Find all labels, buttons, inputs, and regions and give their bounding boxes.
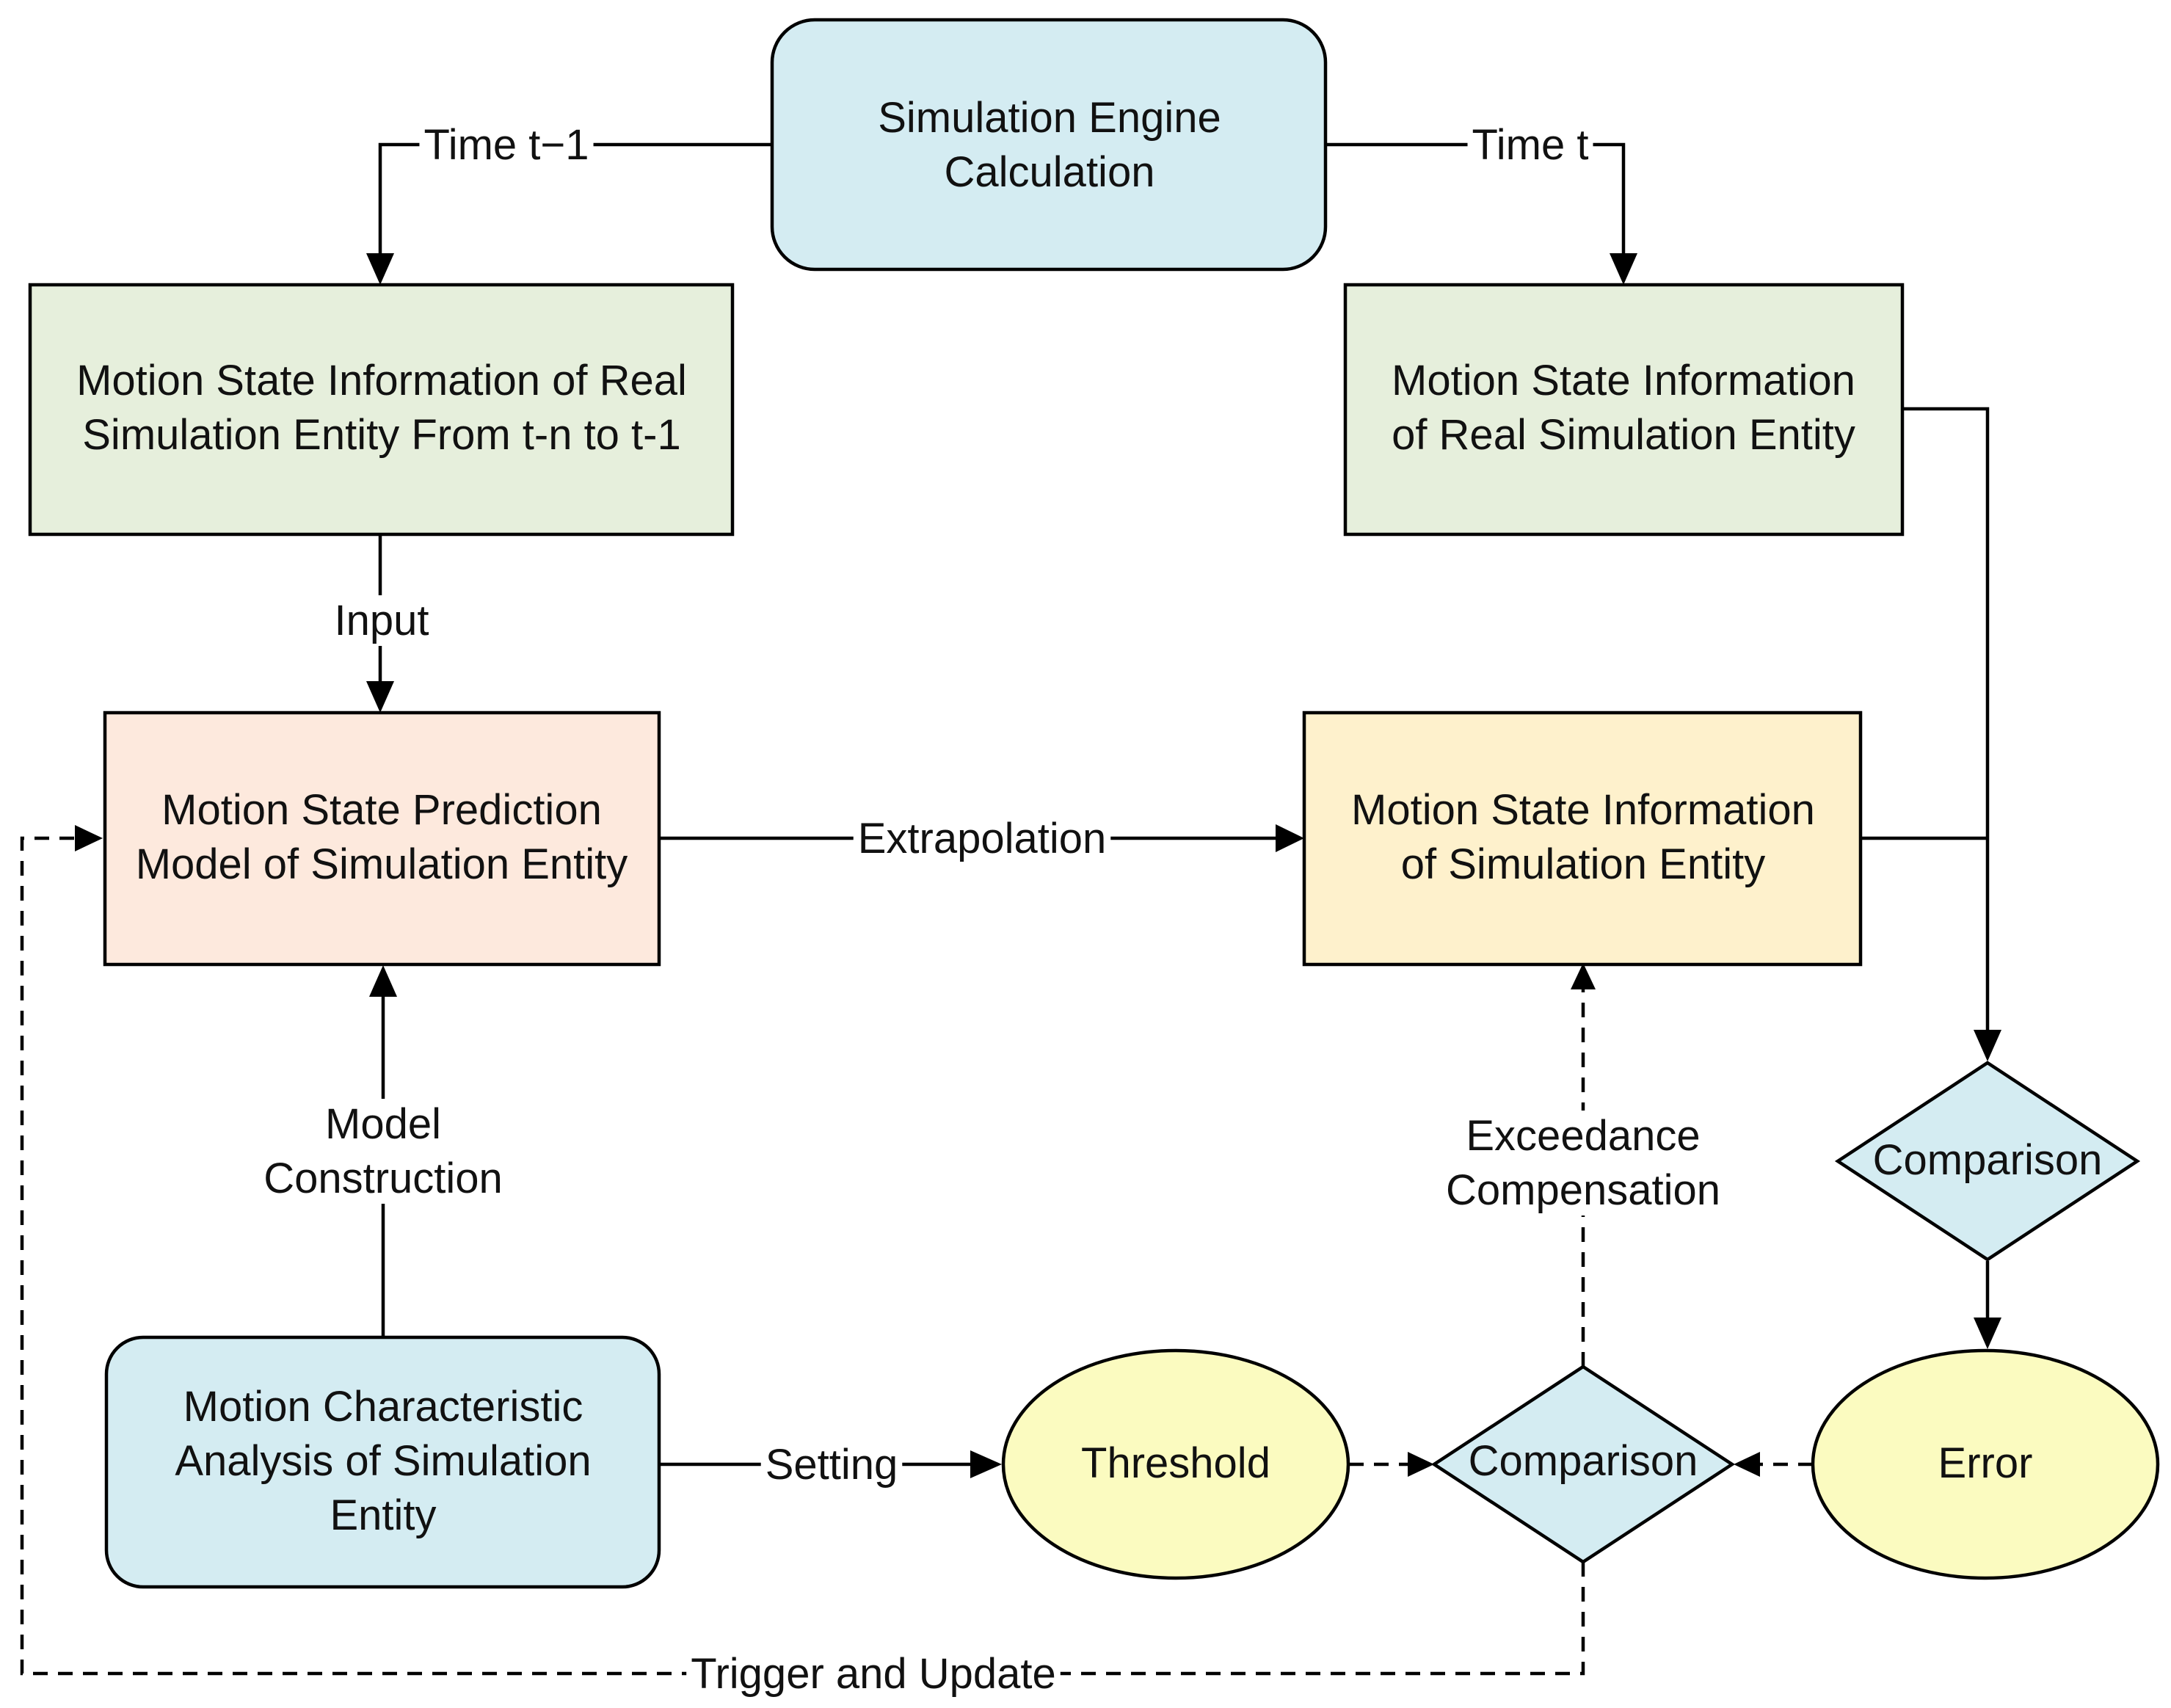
arrowhead-trigger-update xyxy=(75,825,103,851)
label-trigger-update: Trigger and Update xyxy=(691,1650,1056,1698)
arrowhead-threshold-comparison xyxy=(1408,1452,1434,1477)
text-line: Motion State Prediction xyxy=(161,786,602,834)
edge-time-curr xyxy=(1325,142,1626,253)
real-current-label: Motion State Information of Real Simulati… xyxy=(1392,357,1855,459)
label-background xyxy=(1441,1111,1725,1215)
label-setting: Setting xyxy=(766,1441,898,1489)
node-motion-characteristic xyxy=(104,1335,661,1589)
text-line: of Simulation Entity xyxy=(1401,840,1765,888)
arrowhead-time-prev xyxy=(366,253,394,285)
text-line: Model xyxy=(325,1100,441,1148)
label-time-curr: Time t xyxy=(1472,121,1589,169)
edge-time-prev xyxy=(378,142,772,253)
comparison-right-label: Comparison xyxy=(1873,1136,2103,1184)
text-line: Entity xyxy=(330,1491,436,1539)
text-line: Exceedance xyxy=(1466,1112,1700,1160)
text-line: Calculation xyxy=(945,148,1155,196)
node-real-current xyxy=(1343,283,1905,537)
text-line: Threshold xyxy=(1081,1439,1270,1487)
text-line: Motion State Information xyxy=(1351,786,1815,834)
node-simulation-engine xyxy=(770,18,1328,272)
edge-real-to-comparison xyxy=(1902,407,1990,1030)
text-line: Error xyxy=(1938,1439,2033,1487)
text-line: Compensation xyxy=(1446,1166,1720,1214)
node-entity-state xyxy=(1302,711,1863,967)
text-line: of Real Simulation Entity xyxy=(1392,411,1855,459)
label-background xyxy=(330,595,434,646)
threshold-label: Threshold xyxy=(1081,1439,1270,1487)
arrowhead-exceedance xyxy=(1571,963,1596,989)
label-time-prev: Time t−1 xyxy=(423,121,589,169)
arrowhead-error-comparison xyxy=(1734,1452,1760,1477)
node-threshold xyxy=(1001,1348,1350,1580)
arrowhead-time-curr xyxy=(1610,253,1637,285)
edge-labels: Time t−1 Time t Input Extrapolation Mode… xyxy=(259,120,1725,1699)
arrowhead-model-construction xyxy=(369,965,397,997)
entity-state-label: Motion State Information of Simulation En… xyxy=(1351,786,1815,888)
text-line: Comparison xyxy=(1469,1437,1698,1485)
node-comparison-right xyxy=(1834,1061,2141,1262)
text-line: Construction xyxy=(263,1155,503,1202)
text-line: Motion Characteristic xyxy=(183,1383,583,1431)
arrowhead-comparison-right xyxy=(1974,1030,2001,1061)
node-prediction-model xyxy=(103,711,661,967)
node-error xyxy=(1811,1348,2160,1580)
text-line: Comparison xyxy=(1873,1136,2103,1184)
connectors xyxy=(20,142,2001,1676)
edge-trigger-update xyxy=(20,836,1585,1676)
error-label: Error xyxy=(1938,1439,2033,1487)
arrowhead-error xyxy=(1974,1318,2001,1349)
text-line: Simulation Engine xyxy=(878,94,1221,142)
arrowhead-input xyxy=(366,681,394,713)
label-background xyxy=(760,1439,903,1490)
label-background xyxy=(1467,120,1593,170)
label-background xyxy=(853,813,1111,864)
node-real-history xyxy=(28,283,735,537)
label-extrapolation: Extrapolation xyxy=(858,815,1107,862)
label-background xyxy=(686,1649,1061,1699)
node-comparison-bottom xyxy=(1430,1364,1736,1564)
text-line: Motion State Information xyxy=(1392,357,1855,404)
text-line: Analysis of Simulation xyxy=(175,1437,591,1485)
nodes xyxy=(28,18,2160,1589)
comparison-bottom-label: Comparison xyxy=(1469,1437,1698,1485)
arrowhead-extrapolation xyxy=(1276,824,1304,852)
label-input: Input xyxy=(335,597,429,644)
text-line: Simulation Entity From t-n to t-1 xyxy=(82,411,680,459)
arrowhead-setting xyxy=(970,1450,1002,1478)
text-line: Motion State Information of Real xyxy=(76,357,687,404)
label-background xyxy=(259,1099,507,1204)
text-line: Model of Simulation Entity xyxy=(136,840,628,888)
label-background xyxy=(419,120,594,170)
